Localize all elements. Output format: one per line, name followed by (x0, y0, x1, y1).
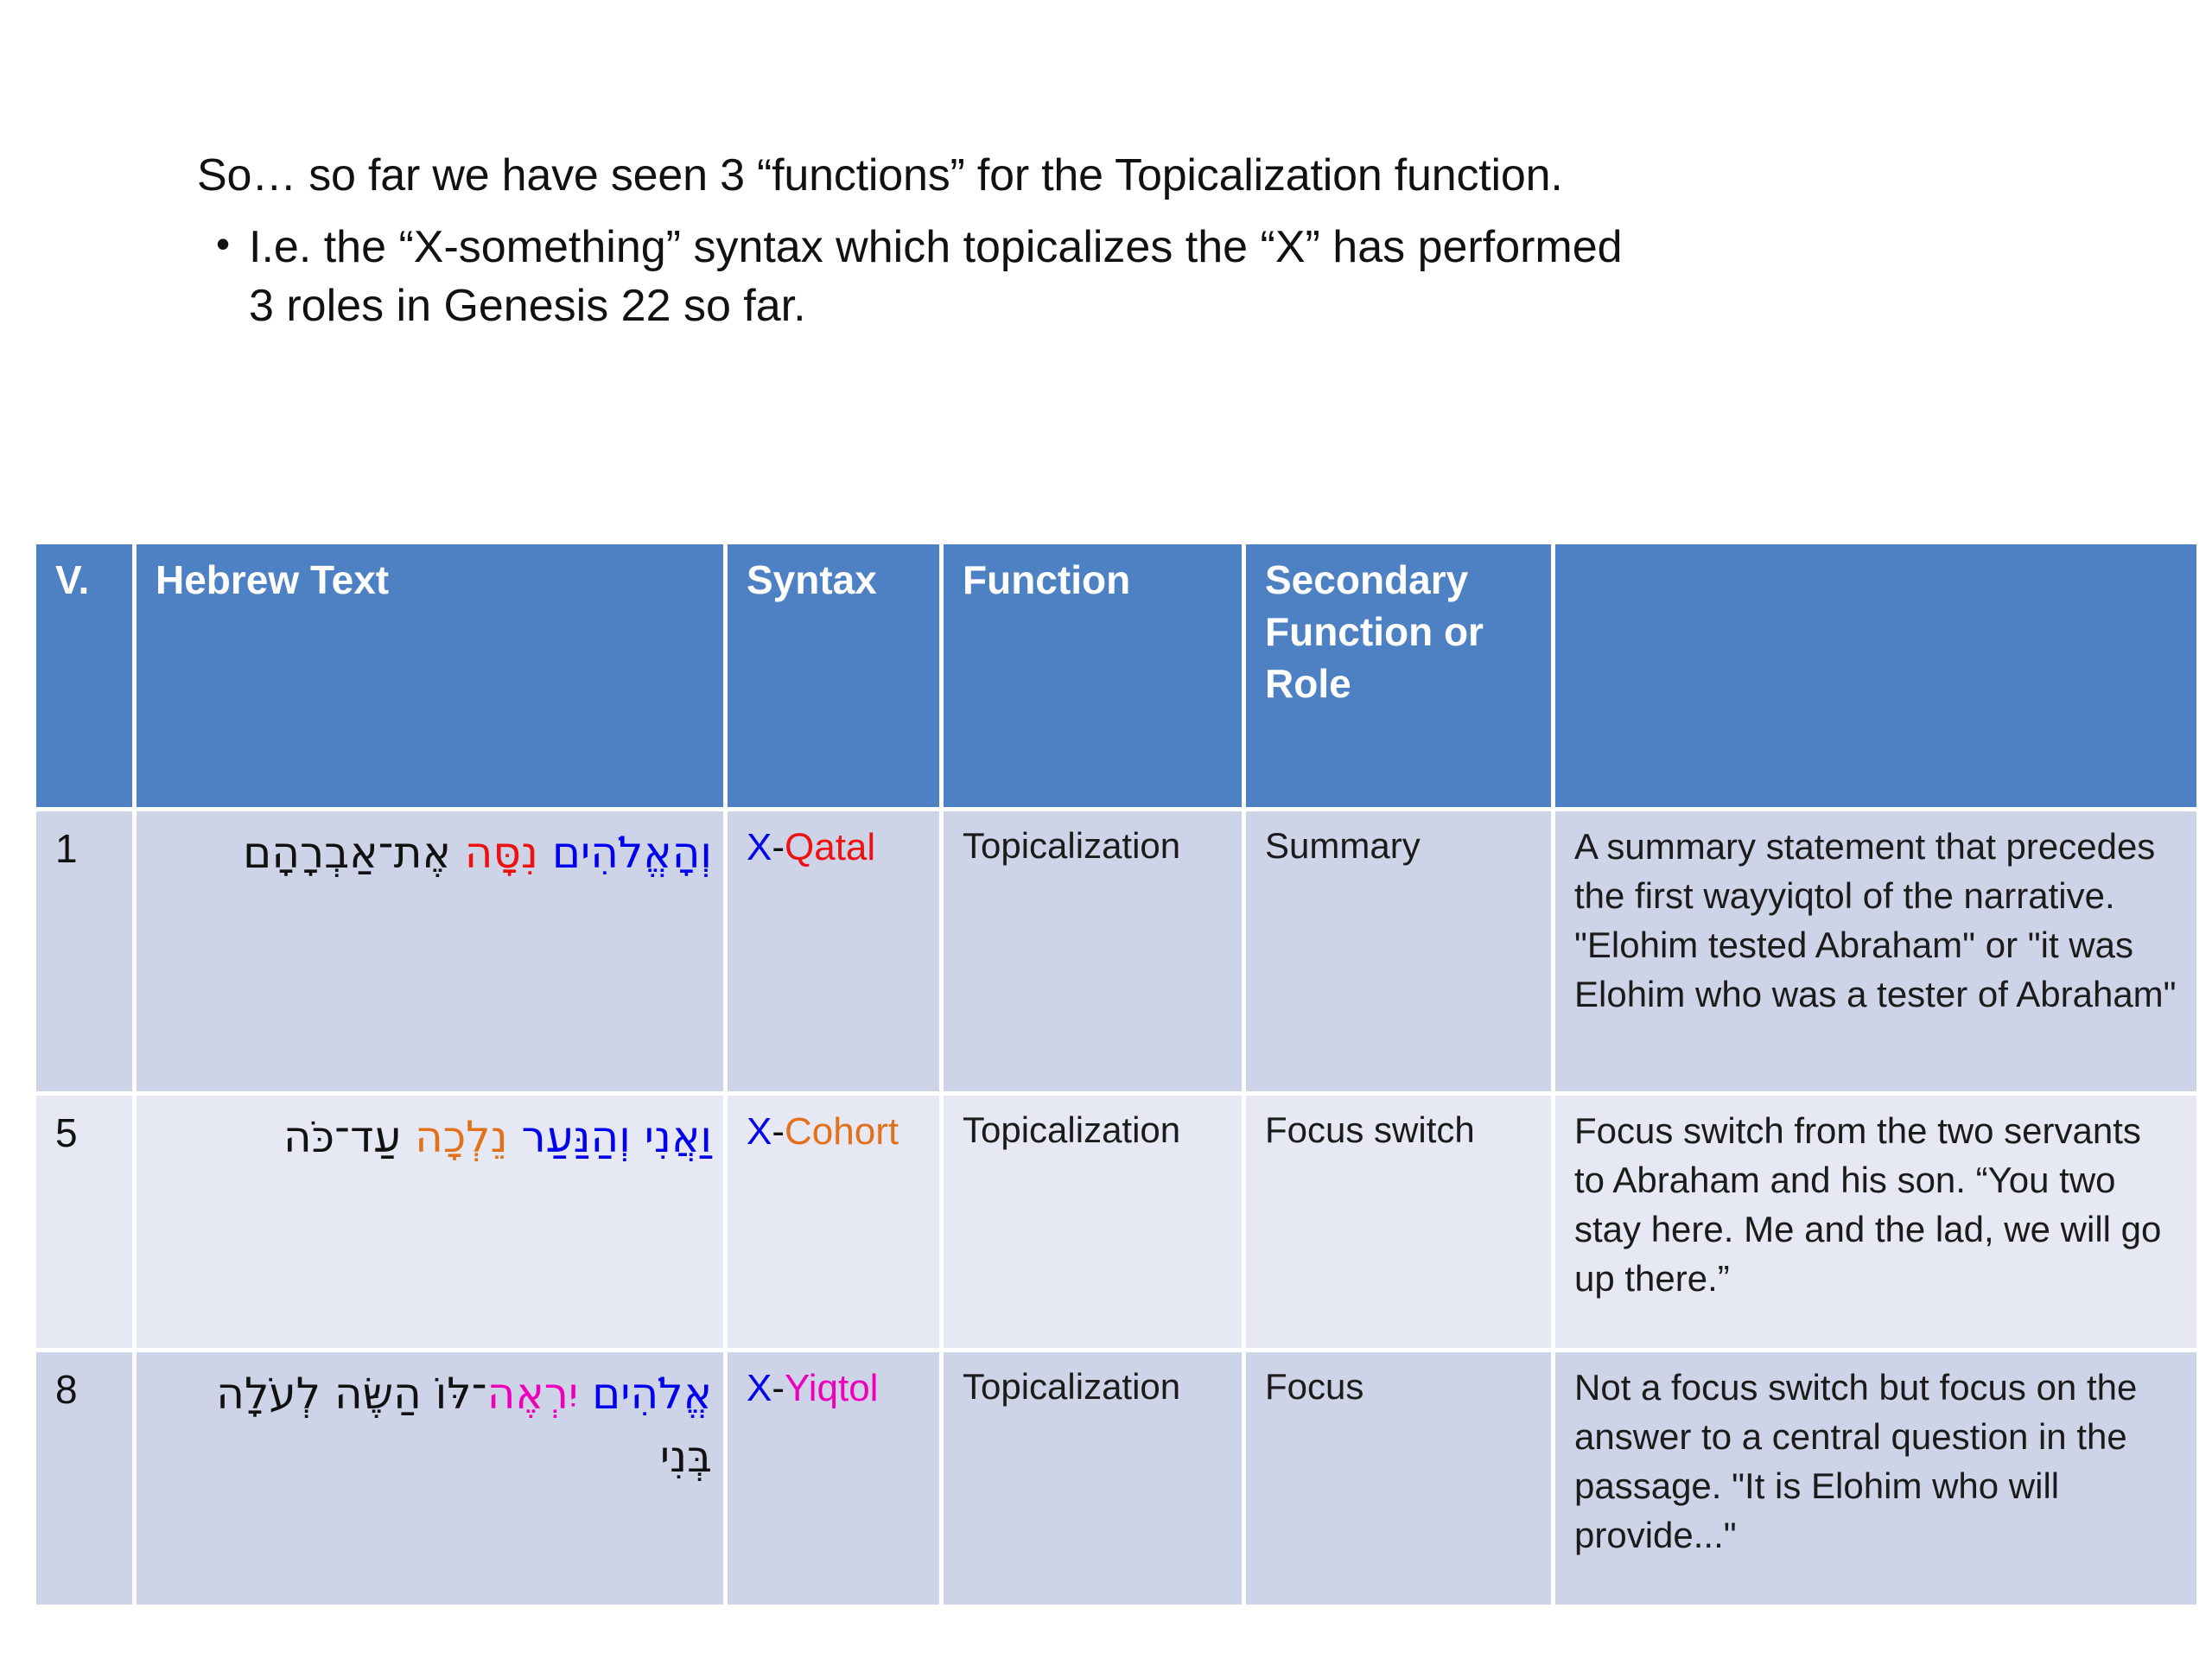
column-header-hebrew: Hebrew Text (137, 544, 728, 811)
table-row: 8 אֱלֹהִים יִרְאֶה־לּוֹ הַשֶּׂה לְעֹלָה … (36, 1352, 2196, 1609)
hebrew-token: וַאֲנִי וְהַנַּעַר (521, 1112, 712, 1162)
table-header-row: V. Hebrew Text Syntax Function Secondary… (36, 544, 2196, 811)
hebrew-token: נִסָּה (464, 828, 538, 878)
bullet-item: • I.e. the “X-something” syntax which to… (197, 218, 2098, 336)
table-row: 1 וְהָאֱלֹהִים נִסָּה אֶת־אַבְרָהָם X-Qa… (36, 811, 2196, 1096)
cell-notes: Not a focus switch but focus on the answ… (1555, 1352, 2196, 1609)
syntax-separator: - (772, 826, 785, 868)
syntax-suffix: Cohort (785, 1110, 899, 1153)
analysis-table: V. Hebrew Text Syntax Function Secondary… (36, 544, 2196, 1609)
hebrew-token: אֶת־אַבְרָהָם (243, 828, 451, 878)
cell-verse: 5 (36, 1096, 137, 1352)
cell-verse: 1 (36, 811, 137, 1096)
cell-hebrew: וְהָאֱלֹהִים נִסָּה אֶת־אַבְרָהָם (137, 811, 728, 1096)
hebrew-token: יִרְאֶה (486, 1369, 579, 1419)
cell-secondary: Focus (1246, 1352, 1555, 1609)
intro-line: So… so far we have seen 3 “functions” fo… (197, 150, 1563, 200)
cell-notes: Focus switch from the two servants to Ab… (1555, 1096, 2196, 1352)
syntax-separator: - (772, 1110, 785, 1153)
bullet-marker-icon: • (215, 220, 231, 266)
syntax-prefix: X (747, 826, 772, 868)
bullet-text: I.e. the “X-something” syntax which topi… (249, 218, 2098, 336)
cell-hebrew: וַאֲנִי וְהַנַּעַר נֵלְכָה עַד־כֹּה (137, 1096, 728, 1352)
syntax-prefix: X (747, 1367, 772, 1409)
cell-secondary: Summary (1246, 811, 1555, 1096)
column-header-verse: V. (36, 544, 137, 811)
cell-syntax: X-Yiqtol (728, 1352, 944, 1609)
syntax-suffix: Yiqtol (785, 1367, 879, 1409)
syntax-prefix: X (747, 1110, 772, 1153)
cell-notes: A summary statement that precedes the fi… (1555, 811, 2196, 1096)
hebrew-token: אֱלֹהִים (592, 1369, 712, 1419)
cell-secondary: Focus switch (1246, 1096, 1555, 1352)
syntax-separator: - (772, 1367, 785, 1409)
cell-function: Topicalization (944, 811, 1246, 1096)
bullet-line-2: 3 roles in Genesis 22 so far. (249, 281, 806, 332)
column-header-notes (1555, 544, 2196, 811)
bullet-line-1: I.e. the “X-something” syntax which topi… (249, 221, 1623, 272)
cell-syntax: X-Qatal (728, 811, 944, 1096)
hebrew-token: עַד־כֹּה (283, 1112, 402, 1162)
column-header-syntax: Syntax (728, 544, 944, 811)
cell-function: Topicalization (944, 1352, 1246, 1609)
cell-syntax: X-Cohort (728, 1096, 944, 1352)
syntax-suffix: Qatal (785, 826, 876, 868)
hebrew-token: נֵלְכָה (415, 1112, 508, 1162)
table-row: 5 וַאֲנִי וְהַנַּעַר נֵלְכָה עַד־כֹּה X-… (36, 1096, 2196, 1352)
column-header-secondary: Secondary Function or Role (1246, 544, 1555, 811)
hebrew-token: ־לּוֹ הַשֶּׂה לְעֹלָה בְּנִי (216, 1369, 712, 1482)
column-header-function: Function (944, 544, 1246, 811)
cell-function: Topicalization (944, 1096, 1246, 1352)
hebrew-token: וְהָאֱלֹהִים (551, 828, 712, 878)
cell-verse: 8 (36, 1352, 137, 1609)
cell-hebrew: אֱלֹהִים יִרְאֶה־לּוֹ הַשֶּׂה לְעֹלָה בְ… (137, 1352, 728, 1609)
intro-text-block: So… so far we have seen 3 “functions” fo… (197, 147, 2098, 336)
table-body: 1 וְהָאֱלֹהִים נִסָּה אֶת־אַבְרָהָם X-Qa… (36, 811, 2196, 1609)
